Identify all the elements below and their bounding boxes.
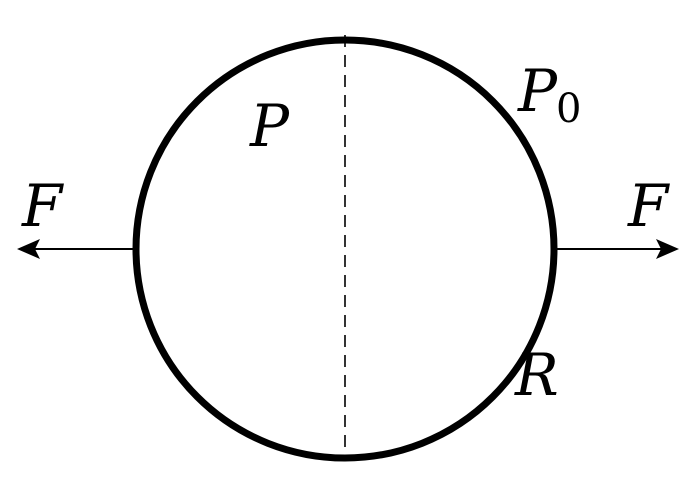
left-force-arrow bbox=[17, 239, 136, 259]
right-arrowhead-icon bbox=[656, 239, 679, 259]
force-left-label: F bbox=[21, 172, 64, 240]
outer-pressure-label: P 0 bbox=[517, 57, 581, 132]
force-right-label: F bbox=[627, 172, 670, 240]
outer-pressure-base: P bbox=[517, 57, 558, 125]
radius-label: R bbox=[514, 341, 559, 409]
left-arrowhead-icon bbox=[17, 239, 40, 259]
right-force-arrow bbox=[554, 239, 679, 259]
inner-pressure-label: P bbox=[249, 92, 290, 160]
outer-pressure-subscript: 0 bbox=[556, 86, 581, 132]
